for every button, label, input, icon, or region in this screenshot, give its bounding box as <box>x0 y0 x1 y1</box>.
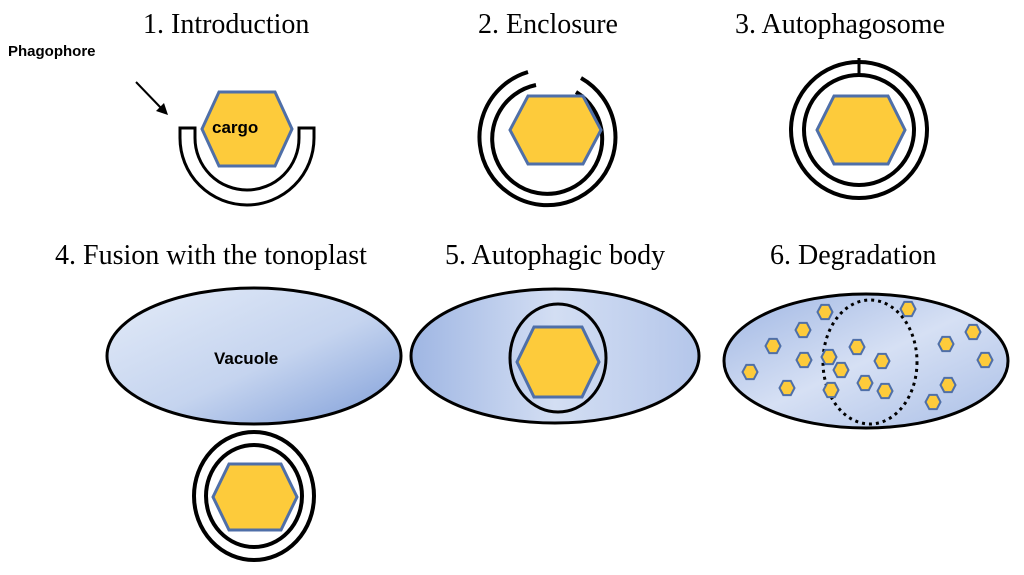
cargo-fragment <box>764 337 782 355</box>
vacuole <box>722 292 1010 430</box>
autophagosome-inner-membrane <box>204 443 304 549</box>
cargo-fragment <box>924 393 942 411</box>
cargo-fragment <box>816 303 834 321</box>
phagophore-membrane <box>178 126 316 207</box>
cargo-hexagon <box>200 90 294 168</box>
cargo-fragment <box>899 300 917 318</box>
cargo-fragment <box>795 351 813 369</box>
degraded-body-outline <box>821 298 919 426</box>
cargo-fragments <box>741 300 994 411</box>
cargo-hexagon <box>211 462 299 532</box>
step-3-title: 3. Autophagosome <box>735 9 945 40</box>
cargo-fragment <box>964 323 982 341</box>
step-2-title: 2. Enclosure <box>478 9 618 40</box>
vacuole <box>105 286 403 426</box>
cargo-fragment <box>794 321 812 339</box>
phagophore-arrow <box>135 81 168 115</box>
cargo-hexagon <box>508 94 603 166</box>
autophagic-body-membrane <box>508 302 608 414</box>
cargo-fragment <box>820 348 838 366</box>
cargo-hexagon <box>815 94 907 166</box>
cargo-fragment <box>937 335 955 353</box>
cargo-fragment <box>741 363 759 381</box>
step-1-title: 1. Introduction <box>143 9 309 40</box>
cargo-fragment <box>856 374 874 392</box>
cargo-fragment <box>873 352 891 370</box>
cargo-fragment <box>822 381 840 399</box>
cargo-fragment <box>939 376 957 394</box>
cargo-fragment <box>976 351 994 369</box>
step-4-title: 4. Fusion with the tonoplast <box>55 240 367 271</box>
cargo-fragment <box>832 361 850 379</box>
step-6-title: 6. Degradation <box>770 240 936 271</box>
cargo-fragment <box>876 382 894 400</box>
vacuole-label: Vacuole <box>214 349 278 368</box>
cargo-hexagon <box>515 325 601 399</box>
phagophore-label: Phagophore <box>8 43 96 60</box>
cargo-fragment <box>778 379 796 397</box>
cargo-fragment <box>848 338 866 356</box>
cargo-label: cargo <box>212 118 258 137</box>
step-5-title: 5. Autophagic body <box>445 240 665 271</box>
enclosure-outer-membrane <box>477 70 618 208</box>
